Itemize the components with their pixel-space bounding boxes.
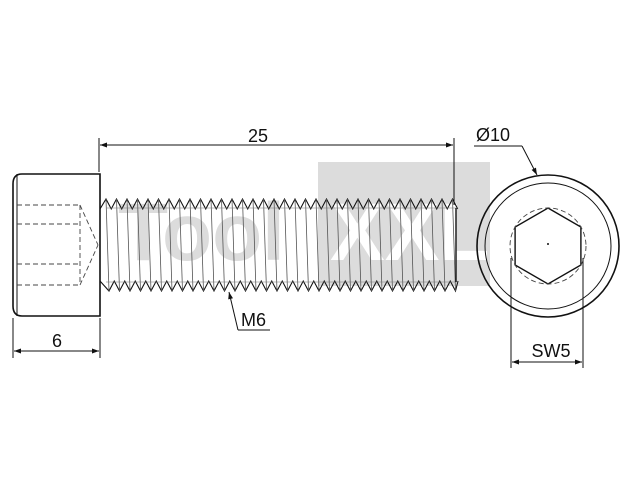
- thread-crest-line: [168, 198, 173, 292]
- thread-crest-line: [158, 198, 162, 292]
- watermark-box: [318, 162, 490, 286]
- thread-crest-line: [210, 198, 215, 292]
- thread-crest-line: [231, 198, 236, 292]
- thread-crest-line: [452, 198, 456, 292]
- dimension-head-height: [12, 318, 101, 358]
- thread-leader: [228, 291, 270, 331]
- hex-socket-hidden-circle: [509, 207, 587, 285]
- screw-head-side-view: [12, 173, 101, 317]
- thread-crest-line: [399, 198, 404, 292]
- thread-crest-line: [357, 198, 362, 292]
- thread-crest-line: [105, 198, 110, 292]
- thread-crest-line: [420, 198, 425, 292]
- thread-crest-line: [431, 198, 435, 292]
- thread-crest-line: [284, 198, 288, 292]
- hex-socket-outline: [514, 207, 582, 285]
- thread-label: M6: [241, 310, 266, 330]
- thread-crest-line: [221, 198, 225, 292]
- thread-crest-line: [179, 198, 183, 292]
- screw-head-end-view: [476, 174, 620, 318]
- thread-crest-line: [147, 198, 152, 292]
- thread-crest-line: [389, 198, 393, 292]
- thread-crest-line: [441, 198, 446, 292]
- dimension-length: [98, 138, 455, 205]
- thread-crest-line: [410, 198, 414, 292]
- thread-crest-line: [200, 198, 204, 292]
- hex-socket-hidden-lines: [17, 204, 99, 286]
- thread-crest-line: [347, 198, 351, 292]
- thread-crest-line: [242, 198, 246, 292]
- diameter-leader: [474, 145, 538, 176]
- thread-crest-line: [189, 198, 194, 292]
- watermark: Tool XXL: [118, 162, 490, 286]
- dimension-hex-socket: [510, 258, 584, 368]
- thread-crest-line: [294, 198, 299, 292]
- thread-crest-line: [378, 198, 383, 292]
- thread-crest-line: [137, 198, 141, 292]
- thread-crest-line: [336, 198, 341, 292]
- threaded-shank: [99, 197, 459, 293]
- thread-crest-line: [116, 198, 120, 292]
- thread-crest-line: [315, 198, 320, 292]
- thread-crest-line: [126, 198, 131, 292]
- diameter-label: Ø10: [476, 125, 510, 145]
- dimension-length-label: 25: [248, 126, 268, 146]
- thread-crest-line: [326, 198, 330, 292]
- thread-profile: [99, 197, 459, 293]
- thread-crest-line: [305, 198, 309, 292]
- thread-crest-line: [252, 198, 257, 292]
- thread-crest-line: [368, 198, 372, 292]
- hex-socket-label: SW5: [531, 341, 570, 361]
- thread-crest-line: [263, 198, 267, 292]
- dimension-head-height-label: 6: [52, 331, 62, 351]
- thread-crest-line: [273, 198, 278, 292]
